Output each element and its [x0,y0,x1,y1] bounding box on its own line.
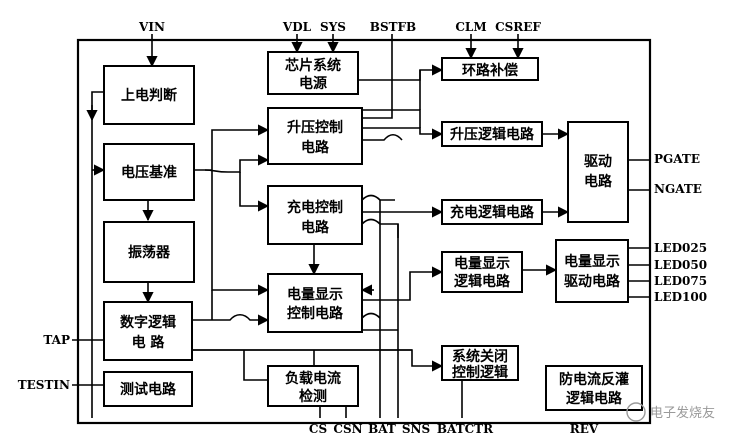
driver-block: 驱动 电路 [567,121,629,223]
boost-control-label-1: 升压控制 [287,119,343,136]
pin-ngate: NGATE [654,182,702,196]
fuel-display-logic-label-1: 电量显示 [454,255,510,272]
pin-led025: LED025 [654,241,707,255]
charge-control-label-2: 电路 [301,219,330,236]
pin-bat: BAT [368,422,396,436]
test-circuit-label: 测试电路 [120,381,177,398]
fuel-display-logic-label-2: 逻辑电路 [454,273,511,290]
charge-logic-label: 充电逻辑电路 [450,204,535,221]
watermark-logo-icon [626,402,646,422]
boost-logic-label: 升压逻辑电路 [450,126,535,143]
pin-led075: LED075 [654,274,707,288]
watermark: 电子发烧友 [626,402,715,422]
chip-outline [76,38,652,425]
pin-labels: VIN VDL SYS BSTFB CLM CSREF PGATE NGATE … [18,20,707,436]
loop-compensation-label: 环路补偿 [462,62,518,79]
reverse-current-protect-block: 防电流反灌 逻辑电路 [545,365,643,411]
pin-sys: SYS [320,20,346,34]
digital-logic-block: 数字逻辑 电 路 [103,301,193,361]
system-shutdown-label-2: 控制逻辑 [452,364,508,381]
boost-control-label-2: 电路 [301,139,330,156]
reverse-current-protect-label-1: 防电流反灌 [559,371,629,388]
chip-power-label-1: 芯片系统 [285,57,341,74]
load-current-detect-block: 负载电流 检测 [267,365,359,407]
loop-compensation-block: 环路补偿 [441,57,539,81]
power-on-detect-label: 上电判断 [121,87,177,104]
system-shutdown-label-1: 系统关闭 [452,348,508,365]
system-shutdown-block: 系统关闭 控制逻辑 [441,345,519,381]
fuel-display-logic-block: 电量显示 逻辑电路 [441,251,523,293]
boost-logic-block: 升压逻辑电路 [441,121,543,147]
fuel-display-control-block: 电量显示 控制电路 [267,273,363,333]
pin-rev: REV [570,422,599,436]
pin-clm: CLM [455,20,486,34]
pin-batctr: BATCTR [437,422,494,436]
test-circuit-block: 测试电路 [103,371,193,407]
digital-logic-label-2: 电 路 [132,334,166,351]
digital-logic-label-1: 数字逻辑 [120,314,176,331]
driver-label-2: 电路 [584,173,613,190]
fuel-display-driver-block: 电量显示 驱动电路 [555,239,629,303]
signal-wires [72,34,650,418]
pin-sns: SNS [402,422,430,436]
charge-control-label-1: 充电控制 [287,199,343,216]
pin-csn: CSN [333,422,362,436]
driver-label-1: 驱动 [584,153,612,170]
pin-tap: TAP [43,333,70,347]
load-current-detect-label-2: 检测 [299,388,327,405]
pin-bstfb: BSTFB [370,20,416,34]
watermark-text: 电子发烧友 [650,405,715,421]
pin-pgate: PGATE [654,152,700,166]
power-on-detect-block: 上电判断 [103,65,195,125]
pin-vdl: VDL [282,20,312,34]
fuel-display-control-label-2: 控制电路 [287,305,344,322]
pin-vin: VIN [138,20,165,34]
oscillator-block: 振荡器 [103,221,195,283]
fuel-display-control-label-1: 电量显示 [287,286,343,303]
pin-testin: TESTIN [18,378,70,392]
load-current-detect-label-1: 负载电流 [285,370,341,387]
voltage-reference-label: 电压基准 [121,164,177,181]
oscillator-label: 振荡器 [128,244,171,261]
chip-power-block: 芯片系统 电源 [267,51,359,95]
pin-led050: LED050 [654,258,707,272]
pin-cs: CS [309,422,327,436]
reverse-current-protect-label-2: 逻辑电路 [566,390,623,407]
chip-power-label-2: 电源 [299,75,327,92]
boost-control-block: 升压控制 电路 [267,107,363,165]
fuel-display-driver-label-2: 驱动电路 [564,273,621,290]
voltage-reference-block: 电压基准 [103,143,195,201]
pin-csref: CSREF [495,20,541,34]
charge-control-block: 充电控制 电路 [267,185,363,245]
pin-led100: LED100 [654,290,707,304]
fuel-display-driver-label-1: 电量显示 [564,253,620,270]
charge-logic-block: 充电逻辑电路 [441,199,543,225]
